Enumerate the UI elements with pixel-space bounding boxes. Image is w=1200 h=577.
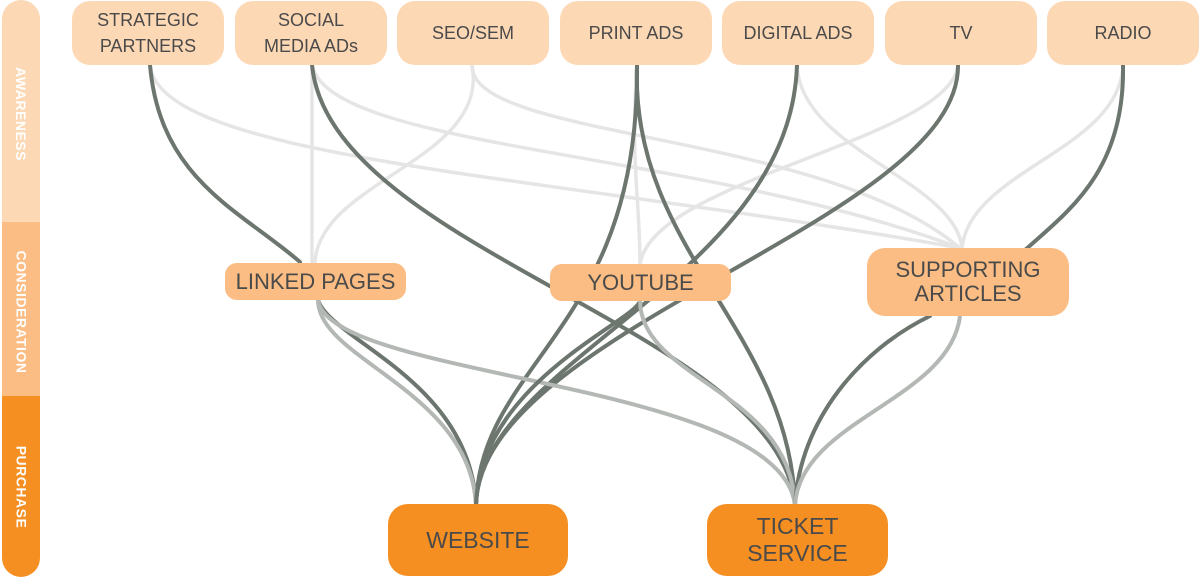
node-social-media-ads: SOCIAL MEDIA ADs [235,1,387,65]
node-supporting-articles: SUPPORTING ARTICLES [867,248,1069,316]
flow-radio-to-supporting-articles [1023,63,1126,252]
node-print-ads-label: PRINT ADS [588,23,684,43]
flow-seo-sem-to-linked-pages [313,63,476,264]
flow-tv-to-youtube [638,63,960,267]
node-linked-pages-label: LINKED PAGES [235,268,396,294]
stage-awareness: AWARENESS [2,0,40,228]
node-supporting-articles-label: SUPPORTING ARTICLES [895,257,1041,306]
flow-radio-to-supporting-articles [960,63,1125,250]
flow-linked-pages-to-ticket-service [316,298,797,507]
flow-digital-ads-to-supporting-articles [795,63,964,250]
node-seo-sem-label: SEO/SEM [431,23,515,43]
flow-print-ads-to-website [474,63,640,507]
node-seo-sem: SEO/SEM [397,1,549,65]
node-linked-pages: LINKED PAGES [225,263,406,300]
node-radio-label: RADIO [1094,23,1152,43]
stage-purchase: PURCHASE [2,396,40,577]
node-social-media-ads-label: SOCIAL MEDIA ADs [263,10,359,56]
node-youtube-label: YOUTUBE [587,269,694,295]
flow-strategic-partners-to-linked-pages [148,63,302,264]
flow-social-media-ads-to-supporting-articles [310,63,962,250]
node-ticket-service-label: TICKET SERVICE [747,513,848,566]
flow-strategic-partners-to-supporting-articles [148,63,962,250]
node-ticket-service: TICKET SERVICE [707,504,888,576]
flow-supporting-articles-to-ticket-service [793,314,932,507]
node-website: WEBSITE [388,504,568,576]
node-digital-ads-label: DIGITAL ADS [743,23,853,43]
node-website-label: WEBSITE [426,526,530,553]
node-tv-label: TV [949,23,973,43]
node-strategic-partners-label: STRATEGIC PARTNERS [97,10,199,56]
node-radio: RADIO [1047,1,1199,65]
flow-linked-pages-to-website-alt [316,298,478,507]
flow-seo-sem-to-supporting-articles [470,63,962,250]
flow-supporting-articles-to-ticket-service-alt [793,314,962,507]
node-print-ads: PRINT ADS [560,1,712,65]
funnel-stage-bar: AWARENESS CONSIDERATION PURCHASE [2,0,40,577]
node-digital-ads: DIGITAL ADS [722,1,874,65]
flow-linked-pages-to-website [316,298,478,507]
flow-youtube-to-ticket-service [638,298,797,507]
node-tv: TV [885,1,1037,65]
node-youtube: YOUTUBE [550,264,731,301]
node-strategic-partners: STRATEGIC PARTNERS [72,1,224,65]
stage-consideration: CONSIDERATION [2,222,40,402]
flow-youtube-to-website [474,298,642,507]
